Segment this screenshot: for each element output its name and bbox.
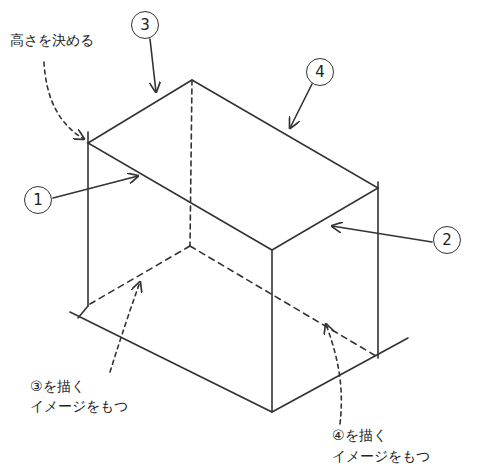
callout-circle: 1: [24, 186, 52, 214]
annotation-note: 高さを決める: [8, 30, 96, 50]
callout-circle: 4: [306, 58, 334, 86]
callout-number: 2: [442, 233, 452, 248]
callout-number: 4: [315, 65, 325, 80]
annotation-note: ③を描く イメージをもつ: [28, 376, 144, 417]
callout-circle: 3: [131, 11, 159, 39]
callout-number: 1: [33, 193, 43, 208]
callout-number: 3: [140, 18, 150, 33]
annotation-note: ④を描く イメージをもつ: [330, 425, 446, 466]
callout-circle: 2: [433, 226, 461, 254]
